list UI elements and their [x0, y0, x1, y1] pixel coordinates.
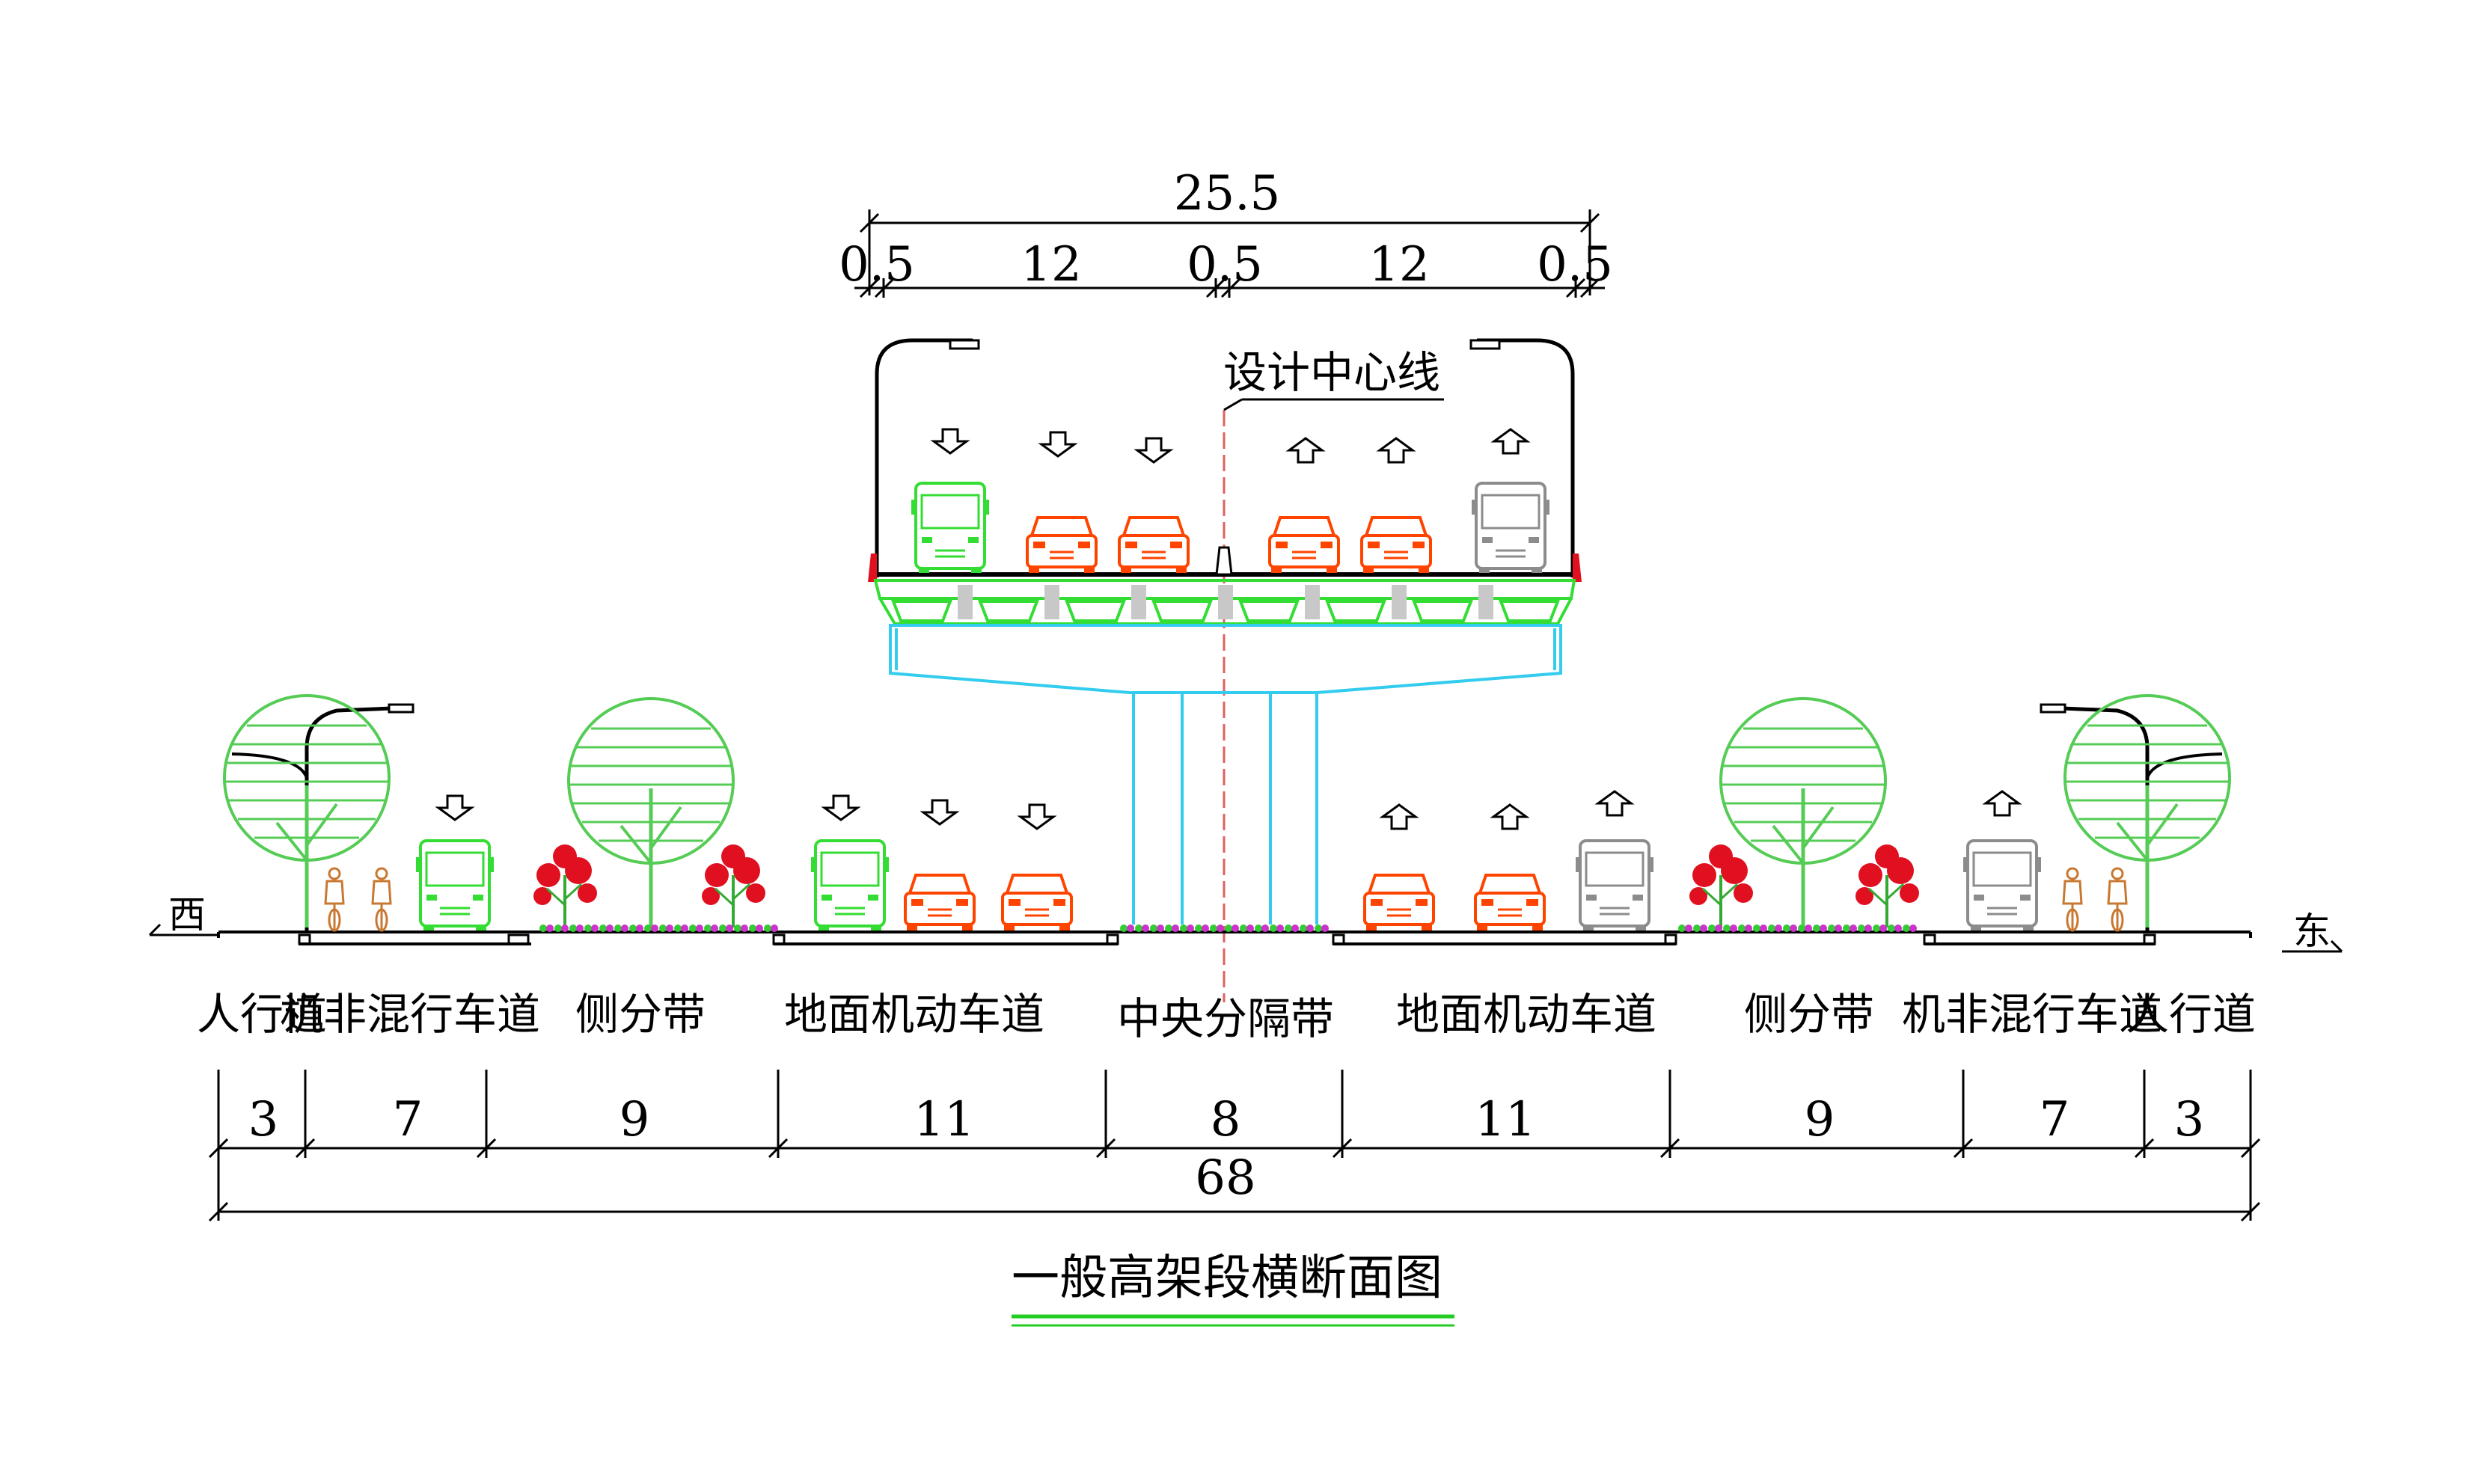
- dimension-tick-mark: [208, 1138, 229, 1159]
- zone-width: 7: [2040, 1092, 2070, 1147]
- girder-cell: [1325, 585, 1407, 622]
- zone-label: 人行道: [197, 989, 327, 1040]
- dimension-tick-mark: [1659, 1138, 1680, 1159]
- zone-label: 地面机动车道: [784, 989, 1044, 1040]
- girder-cell: [1499, 600, 1560, 622]
- girder-cell: [891, 585, 973, 622]
- design-centerline: 设计中心线: [1223, 347, 1444, 1002]
- zone-label: 地面机动车道: [1396, 989, 1656, 1040]
- zone-width: 3: [2174, 1092, 2205, 1147]
- zone-width: 8: [1211, 1092, 1241, 1147]
- upper-dim-part: 0.5: [1537, 237, 1613, 292]
- dimension-tick-mark: [1332, 1138, 1353, 1159]
- zone-label: 侧分带: [1744, 989, 1874, 1040]
- zone-width: 9: [619, 1092, 650, 1147]
- upper-dim-part: 0.5: [1187, 237, 1263, 292]
- upper-dim-part: 0.5: [839, 237, 915, 292]
- direction-east-label: 东: [2293, 910, 2331, 953]
- zone-width: 3: [248, 1092, 279, 1147]
- zone-label: 侧分带: [575, 989, 706, 1040]
- ground-total-width: 68: [1195, 1150, 1255, 1206]
- girder-cell: [1238, 585, 1320, 622]
- bottom-dimension-chain: 3 7 9 11 8 11 9 7 3 68: [208, 1070, 2261, 1222]
- upper-dim-part: 12: [1368, 237, 1429, 292]
- drawing-title-block: 一般高架段横断面图: [1012, 1251, 1454, 1327]
- zone-width: 7: [393, 1092, 423, 1147]
- centerline-label: 设计中心线: [1223, 347, 1440, 398]
- dimension-tick-mark: [1953, 1138, 1974, 1159]
- upper-dimension-chain: 25.5 0.5 12 0.5 12 0.5: [839, 166, 1613, 298]
- dimension-tick-mark: [768, 1138, 789, 1159]
- girder-cell: [978, 585, 1059, 622]
- girder-cell: [1065, 585, 1146, 622]
- girder-cell: [1151, 585, 1233, 622]
- girder-cell: [1412, 585, 1493, 622]
- dimension-tick-mark: [2240, 1138, 2261, 1159]
- zone-width: 9: [1805, 1092, 1835, 1147]
- zone-label: 机非混行车道: [280, 989, 540, 1040]
- zone-labels: 人行道 机非混行车道 侧分带 地面机动车道 中央分隔带 地面机动车道 侧分带 机…: [197, 989, 2256, 1044]
- dimension-tick-mark: [476, 1138, 497, 1159]
- zone-width: 11: [1475, 1092, 1535, 1147]
- dimension-tick-mark: [1095, 1138, 1116, 1159]
- zone-label: 机非混行车道: [1902, 989, 2162, 1040]
- zone-label: 人行道: [2126, 989, 2256, 1040]
- dimension-tick-mark: [295, 1138, 316, 1159]
- upper-dim-part: 12: [1021, 237, 1081, 292]
- upper-total-width: 25.5: [1174, 166, 1281, 221]
- dimension-tick-mark: [2134, 1138, 2155, 1159]
- elevated-bridge: [868, 338, 1582, 925]
- direction-west-label: 西: [168, 893, 206, 936]
- drawing-title: 一般高架段横断面图: [1012, 1251, 1442, 1306]
- zone-width: 11: [914, 1092, 974, 1147]
- ground-level: 西 东: [148, 696, 2343, 953]
- zone-label: 中央分隔带: [1117, 993, 1334, 1044]
